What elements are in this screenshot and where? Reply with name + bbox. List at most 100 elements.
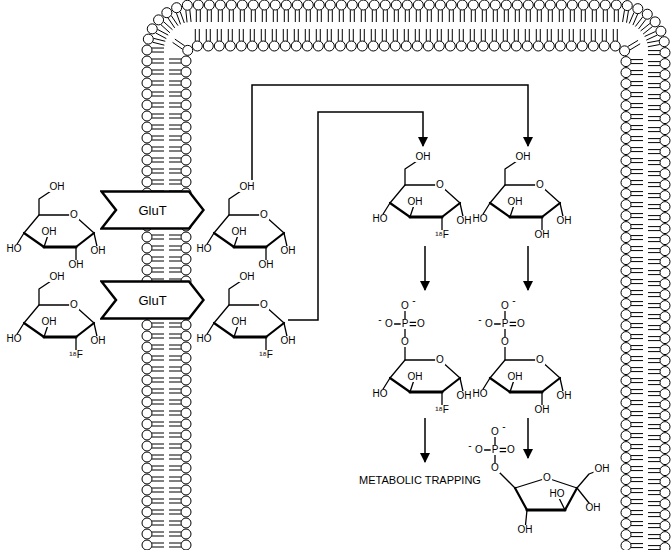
lipid-tail (631, 305, 643, 306)
lipid-head (660, 334, 670, 344)
lipid-tail (169, 393, 181, 394)
lipid-tail (180, 12, 184, 23)
lipid-head (660, 400, 670, 410)
lipid-head (142, 419, 152, 429)
lipid-tail (261, 29, 262, 41)
lipid-tail (519, 10, 520, 22)
lipid-head (660, 290, 670, 300)
lipid-tail (631, 114, 643, 115)
lipid-tail (631, 103, 643, 104)
lipid-tail (648, 142, 660, 143)
lipid-tail (631, 202, 643, 203)
lipid-tail (631, 536, 643, 537)
lipid-head (181, 320, 191, 330)
lipid-tail (648, 395, 660, 396)
lipid-tail (152, 378, 164, 379)
lipid-head (556, 0, 566, 10)
lipid-tail (648, 329, 660, 330)
lipid-tail (169, 81, 181, 82)
lipid-tail (169, 96, 181, 97)
lipid-tail (631, 367, 643, 368)
lipid-head (401, 41, 411, 51)
lipid-tail (631, 378, 643, 379)
lipid-head (457, 0, 467, 10)
lipid-tail (169, 411, 181, 412)
lipid-head (621, 145, 631, 155)
lipid-tail (152, 169, 164, 170)
lipid-head (660, 92, 670, 102)
lipid-tail (152, 103, 164, 104)
lipid-tail (631, 257, 643, 258)
lipid-head (258, 41, 268, 51)
lipid-head (660, 213, 670, 223)
lipid-tail (631, 349, 643, 350)
lipid-head (347, 0, 357, 10)
lipid-head (142, 518, 152, 528)
lipid-tail (648, 472, 660, 473)
lipid-tail (648, 160, 660, 161)
lipid-tail (169, 140, 181, 141)
lipid-tail (169, 334, 181, 335)
lipid-head (142, 529, 152, 539)
lipid-tail (169, 356, 181, 357)
lipid-head (621, 530, 631, 540)
lipid-tail (648, 318, 660, 319)
lipid-tail (152, 63, 164, 64)
lipid-tail (152, 323, 164, 324)
lipid-head (512, 0, 522, 10)
lipid-head (660, 477, 670, 487)
lipid-tail (631, 334, 643, 335)
lipid-tail (221, 29, 222, 41)
lipid-tail (317, 10, 318, 22)
lipid-tail (648, 138, 660, 139)
lipid-tail (176, 13, 180, 24)
lipid-tail (648, 358, 660, 359)
lipid-head (181, 540, 191, 550)
lipid-tail (648, 87, 660, 88)
atom-label: OH (585, 503, 602, 513)
lipid-tail (169, 543, 181, 544)
lipid-tail (631, 59, 643, 60)
lipid-tail (152, 422, 164, 423)
lipid-head (533, 41, 543, 51)
lipid-tail (152, 532, 164, 533)
lipid-tail (152, 437, 164, 438)
lipid-tail (376, 10, 377, 22)
lipid-head (621, 178, 631, 188)
lipid-tail (648, 127, 660, 128)
lipid-tail (169, 521, 181, 522)
lipid-tail (631, 411, 643, 412)
lipid-tail (266, 10, 267, 22)
lipid-tail (152, 371, 164, 372)
lipid-head (181, 89, 191, 99)
lipid-tail (631, 140, 643, 141)
lipid-tail (169, 136, 181, 137)
lipid-tail (299, 10, 300, 22)
lipid-tail (169, 279, 181, 280)
lipid-tail (648, 336, 660, 337)
lipid-tail (607, 10, 608, 22)
lipid-tail (169, 360, 181, 361)
lipid-tail (169, 459, 181, 460)
lipid-head (142, 397, 152, 407)
lipid-head (291, 41, 301, 51)
arrow (527, 246, 529, 290)
lipid-tail (648, 307, 660, 308)
atom-label: ¹⁸F (434, 405, 450, 415)
lipid-tail (310, 10, 311, 22)
lipid-tail (350, 10, 351, 22)
lipid-head (578, 0, 588, 10)
lipid-head (445, 41, 455, 51)
lipid-head (435, 0, 445, 10)
lipid-tail (591, 29, 592, 41)
lipid-tail (648, 549, 660, 550)
atom-label: P (401, 319, 410, 329)
lipid-tail (152, 345, 164, 346)
atom-label: OH (49, 182, 66, 192)
lipid-tail (332, 10, 333, 22)
lipid-tail (648, 457, 660, 458)
lipid-head (142, 331, 152, 341)
lipid-tail (648, 252, 660, 253)
lipid-tail (648, 428, 660, 429)
